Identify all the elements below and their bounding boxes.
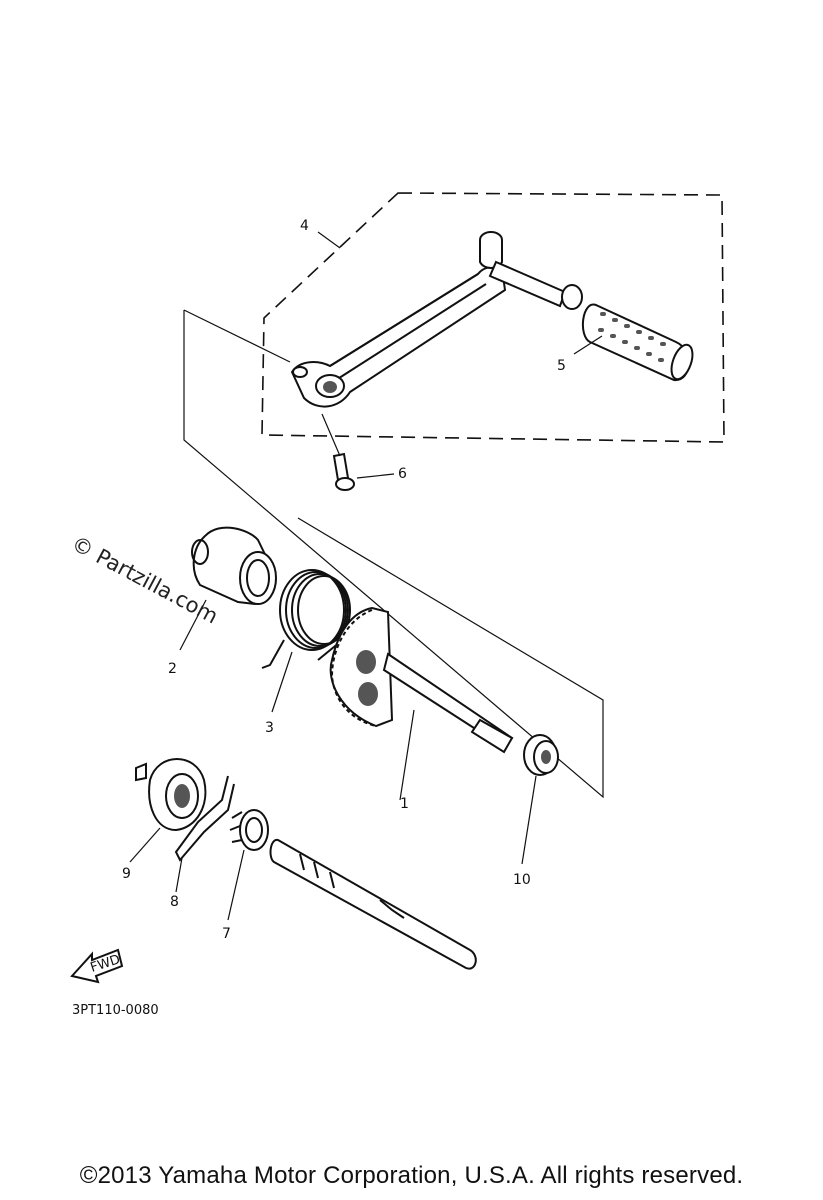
bearing [523,734,559,776]
clip [174,775,235,862]
kick-gear [329,606,514,754]
frame-top-edge [183,309,291,363]
kick-arm [290,231,583,408]
assembly-4-dashed-outline [261,192,725,443]
subassembly-frame [183,310,604,799]
fwd-arrow-icon: FWD [70,948,124,984]
pinion-gear [229,809,269,851]
callout-8: 8 [170,894,179,910]
main-shaft [269,838,477,970]
callout-2: 2 [168,661,177,677]
callout-5: 5 [557,358,566,374]
leader-lines [129,231,603,921]
callout-4: 4 [300,218,309,234]
callout-3: 3 [265,720,274,736]
callout-10: 10 [513,872,531,888]
copyright-footer: ©2013 Yamaha Motor Corporation, U.S.A. A… [79,1162,744,1189]
callout-9: 9 [122,866,131,882]
callout-1: 1 [400,796,409,812]
bolt [332,452,355,491]
callout-7: 7 [222,926,231,942]
diagram-code: 3PT110-0080 [72,1003,159,1018]
ratchet [135,758,207,832]
kick-grip [581,303,694,382]
bushing [191,526,277,606]
callout-6: 6 [398,466,407,482]
